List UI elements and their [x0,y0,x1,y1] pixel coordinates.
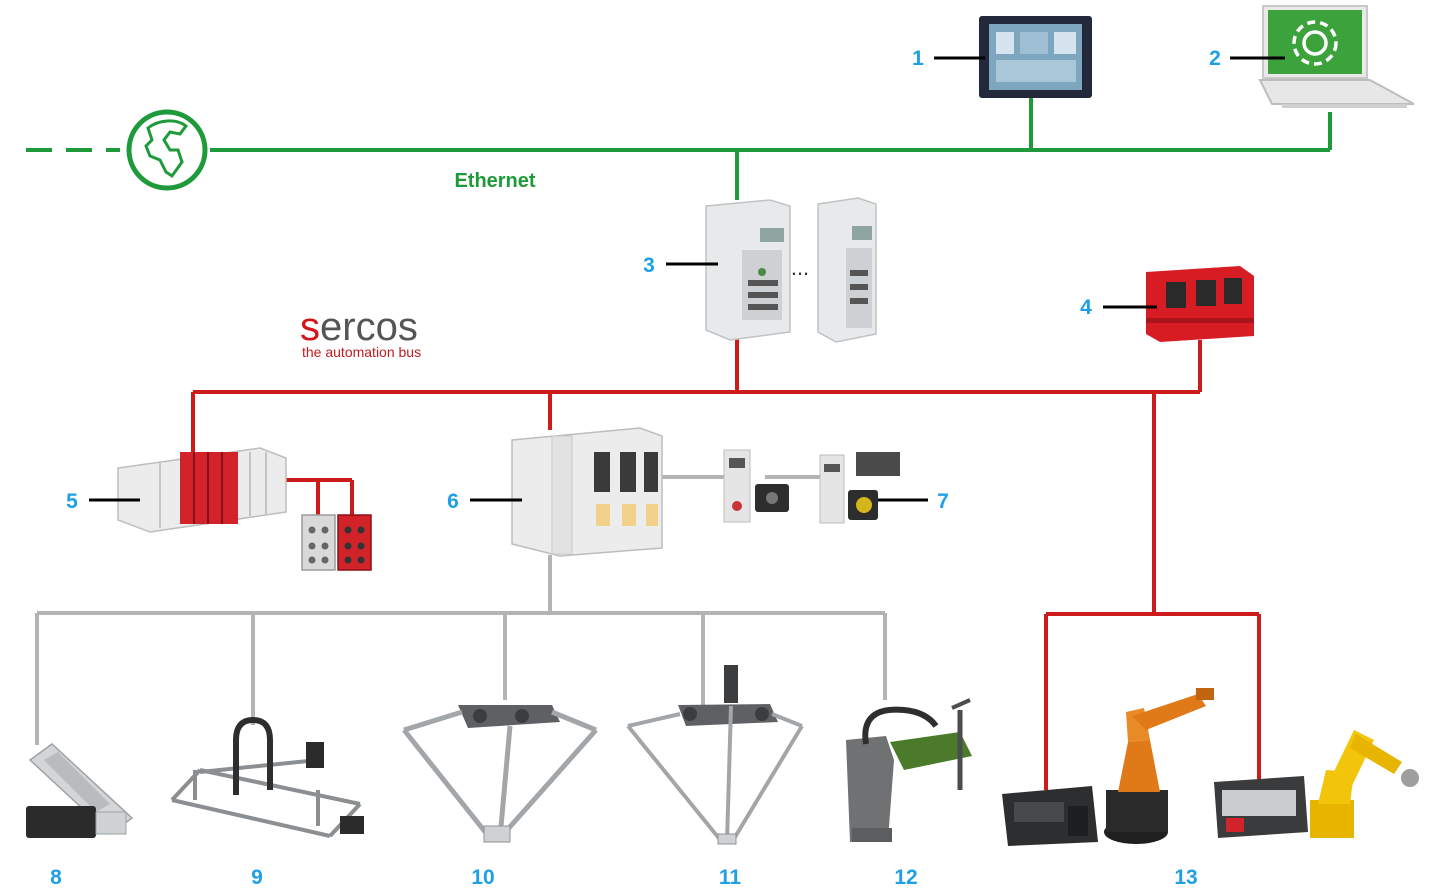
svg-text:sercos: sercos [300,305,418,349]
scara-robot [846,698,972,842]
callout-9: 9 [251,866,263,888]
callout-1: 1 [912,47,924,70]
sercos-lines [191,335,1261,790]
sercos-logo: sercos the automation bus [300,305,421,360]
yellow-industrial-robot [1310,730,1419,838]
callout-6: 6 [447,490,459,513]
motion-controller [705,199,791,341]
callout-12: 12 [894,866,917,888]
orange-industrial-robot [1104,688,1214,844]
delta-robot-3-axis [402,705,598,843]
ellipsis: ... [791,255,809,280]
delta-robot-4-axis [626,665,804,845]
robot-controller-1 [1002,786,1098,846]
compact-drive-with-motor [723,449,789,523]
gantry-motor-2 [306,742,324,768]
callout-11: 11 [719,866,742,888]
linear-axis [26,743,134,838]
callout-4: 4 [1080,296,1092,319]
ethernet-label: Ethernet [454,170,535,192]
remote-io-rack [117,447,287,533]
gantry-robot [170,716,362,838]
robot-controller-2 [1214,776,1308,838]
gantry-motor [340,816,364,834]
callout-2: 2 [1209,47,1221,70]
sercos-tagline: the automation bus [302,344,421,360]
callout-3: 3 [643,254,655,277]
globe-icon [126,109,208,191]
io-block-grey [301,514,336,571]
callout-5: 5 [66,490,78,513]
callout-7: 7 [937,490,949,513]
hmi-panel [979,16,1092,98]
io-block-red [337,514,372,571]
callout-13: 13 [1174,866,1197,888]
gear-icon [1292,20,1338,66]
stepper-drive-with-motor [819,452,900,524]
servo-drive-system [511,427,663,557]
local-bus-lines [35,475,887,745]
engineering-laptop [1258,5,1415,108]
callout-8: 8 [50,866,62,888]
callout-10: 10 [471,866,494,888]
motion-controller-2 [817,197,877,343]
safety-controller [1146,266,1254,342]
ethernet-lines [26,98,1332,200]
